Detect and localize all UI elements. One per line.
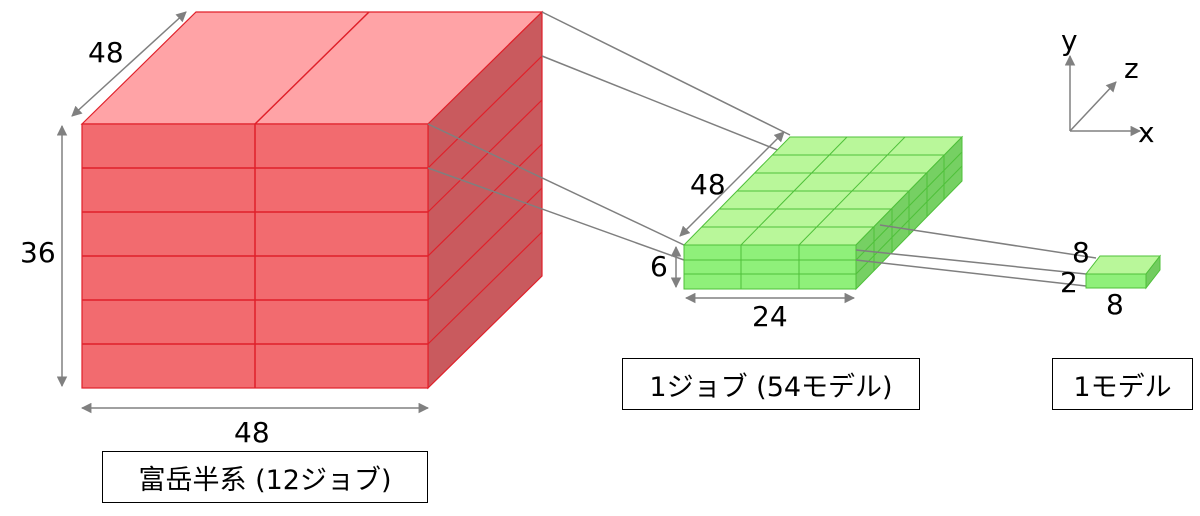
job-front-grid <box>684 245 856 289</box>
fugaku-front-grid <box>82 124 428 388</box>
axis-gizmo <box>1064 54 1142 137</box>
job-caption: 1ジョブ (54モデル) <box>622 358 920 410</box>
y-axis-label: y <box>1061 24 1078 57</box>
fugaku-depth-label: 48 <box>88 36 124 69</box>
fugaku-side-layers <box>427 55 543 345</box>
model-width-label: 8 <box>1106 288 1124 321</box>
fugaku-top-divider <box>254 11 370 125</box>
job-width-label: 24 <box>752 300 788 333</box>
z-axis-arrow <box>1069 81 1117 132</box>
job-side-grid <box>855 151 963 275</box>
job-dimensions <box>670 131 856 304</box>
fugaku-depth-arrow <box>71 11 187 117</box>
model-depth-label: 8 <box>1072 236 1090 269</box>
fugaku-dimensions <box>56 11 430 414</box>
model-block <box>1084 254 1162 290</box>
job-block <box>682 135 964 291</box>
model-front-face <box>1085 273 1147 289</box>
model-height-label: 2 <box>1060 266 1078 299</box>
job-to-model-connectors <box>855 224 1097 287</box>
z-axis-label: z <box>1124 52 1139 85</box>
job-front-face <box>683 244 857 290</box>
x-axis-label: x <box>1138 116 1155 149</box>
job-height-label: 6 <box>650 250 668 283</box>
model-caption: 1モデル <box>1052 358 1193 410</box>
fugaku-width-label: 48 <box>234 416 270 449</box>
job-depth-label: 48 <box>690 168 726 201</box>
fugaku-block <box>80 10 544 390</box>
job-depth-arrow <box>679 131 785 237</box>
fugaku-caption: 富岳半系 (12ジョブ) <box>102 451 428 503</box>
fugaku-height-label: 36 <box>20 236 56 269</box>
